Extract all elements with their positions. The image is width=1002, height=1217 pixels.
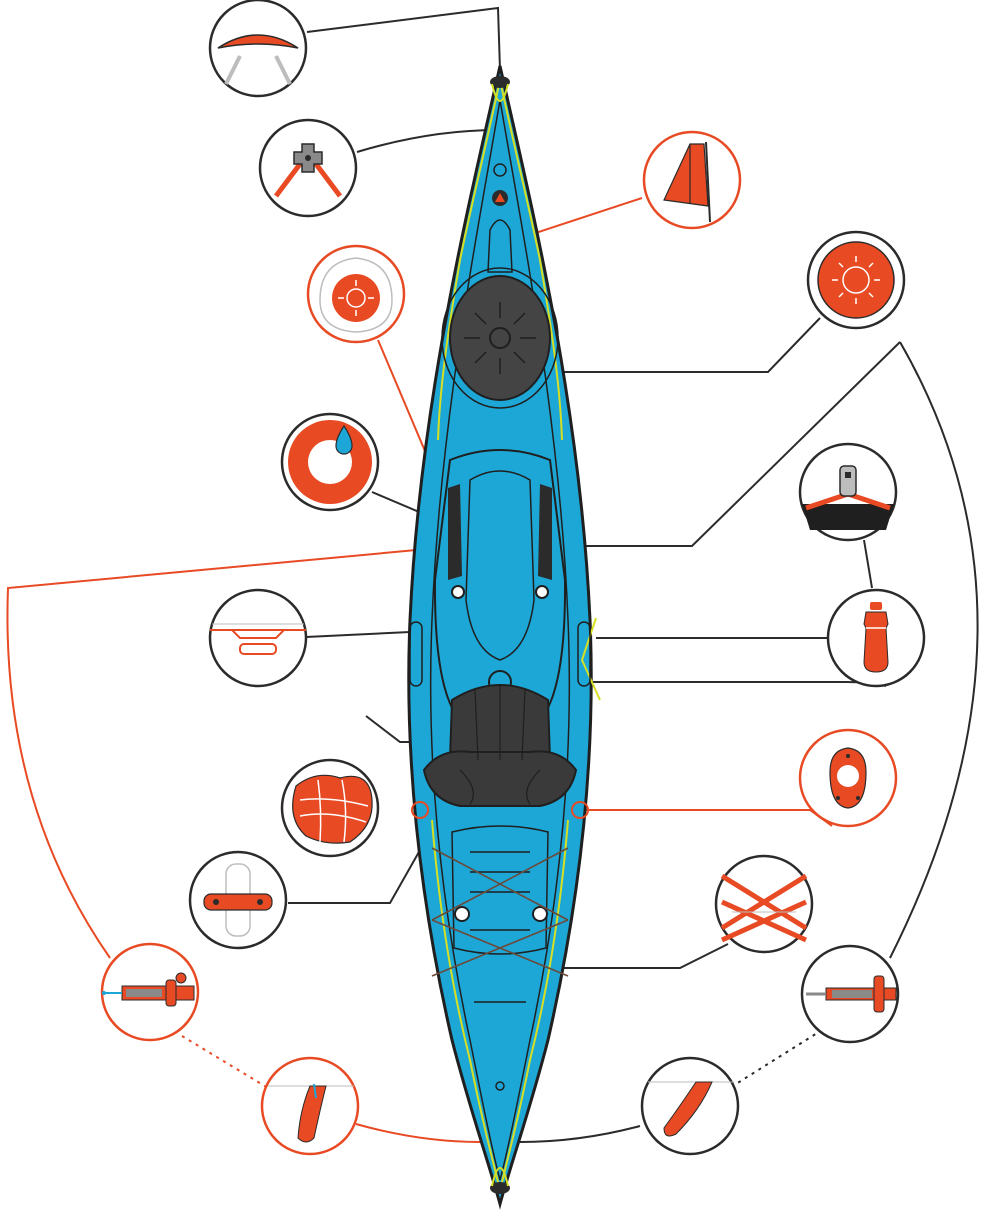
- deck-cup-right: [571, 801, 589, 819]
- day-hatch-callout: [306, 244, 406, 344]
- deck-line-left: [437, 79, 501, 441]
- leader-bow-handle: [306, 6, 501, 71]
- rudder-blade-icon: [648, 1081, 734, 1137]
- bungee-cords: [431, 847, 569, 977]
- front-hatch-spokes: [464, 302, 536, 374]
- leader-deck-fitting: [356, 129, 499, 153]
- stern-fitting-right: [532, 906, 548, 922]
- skeg-slider-left-callout: [100, 942, 200, 1042]
- rudder-blade-callout: [640, 1056, 740, 1156]
- foot-peg-left: [451, 585, 465, 599]
- deck-fitting-callout: [258, 118, 358, 218]
- sail-icon: [663, 141, 711, 223]
- bottle-icon: [863, 602, 889, 673]
- bow-recess: [487, 219, 513, 273]
- deck-cup-callout: [798, 728, 898, 828]
- deck-ridge-left: [429, 99, 501, 1181]
- paddle-park-right: [577, 621, 591, 687]
- thigh-brace-icon: [802, 465, 894, 530]
- side-handle-callout: [188, 850, 288, 950]
- leader-bottle-a: [863, 539, 873, 589]
- leader-big-arc-left: [6, 547, 439, 959]
- leader-skeg-dotted: [181, 1035, 269, 1089]
- thigh-brace-left: [448, 484, 462, 580]
- cockpit-inner: [465, 470, 535, 661]
- front-hatch-rim: [441, 267, 559, 409]
- deck-line-stern-right: [499, 819, 569, 1191]
- day-hatch-icon: [319, 257, 393, 333]
- deck-cup-icon: [829, 747, 867, 809]
- leader-rudder-blade: [519, 1125, 641, 1143]
- carry-handle-icon: [217, 34, 299, 85]
- seat-callout: [280, 758, 380, 858]
- stern-ridges: [470, 851, 530, 1003]
- bow-handle-callout: [208, 0, 308, 98]
- bungee-icon: [720, 873, 808, 943]
- thigh-brace-right: [538, 484, 552, 580]
- paddle-park-left: [409, 621, 423, 687]
- deck-line-stern-left: [431, 819, 501, 1191]
- bow-loop: [491, 83, 509, 102]
- front-hatch-center: [489, 327, 511, 349]
- side-handle-icon: [203, 863, 273, 937]
- thigh-brace-callout: [798, 442, 898, 542]
- foot-peg-right: [535, 585, 549, 599]
- deck-cup-left: [411, 801, 429, 819]
- leader-side-handle: [288, 835, 429, 904]
- kayak: [407, 65, 601, 1210]
- drain-plug-callout: [280, 412, 380, 512]
- skeg-blade-icon: [268, 1083, 354, 1143]
- stern-drain: [495, 1081, 505, 1091]
- deck-line-side: [580, 617, 601, 701]
- leader-thigh-brace: [570, 341, 901, 547]
- stern-loop: [491, 1167, 509, 1187]
- skeg-sail-callout: [642, 130, 742, 230]
- leader-rudder-dotted: [735, 1029, 823, 1085]
- leader-round-hatch: [548, 317, 821, 373]
- seat-ribs: [459, 684, 541, 805]
- bottle-holder-callout: [826, 588, 926, 688]
- stern-toggle: [490, 1182, 510, 1194]
- round-hatch-icon: [817, 241, 895, 319]
- skeg-slider-right-callout: [800, 944, 900, 1044]
- cockpit-coaming: [433, 449, 567, 721]
- bow-logo-mark: [495, 193, 505, 202]
- bungee-callout: [714, 854, 814, 954]
- stern-fitting-left: [454, 906, 470, 922]
- deck-fitting-icon: [274, 143, 342, 198]
- leader-bungee: [540, 943, 729, 969]
- paddle-park-icon: [210, 623, 306, 655]
- stern-deck-plate: [451, 825, 549, 955]
- leader-paddle-park: [305, 631, 411, 638]
- skeg-slider-icon: [102, 972, 195, 1007]
- leader-skeg-blade: [355, 1123, 481, 1143]
- paddle-park-callout: [208, 588, 308, 688]
- seat-pad-icon: [292, 774, 373, 844]
- deck-ridge-right: [499, 99, 571, 1181]
- bow-fitting: [493, 163, 507, 177]
- deck-line-right: [499, 79, 563, 441]
- rudder-slider-icon: [806, 975, 897, 1013]
- seat-base: [422, 750, 578, 807]
- front-hatch: [449, 275, 551, 401]
- skeg-blade-callout: [260, 1056, 360, 1156]
- drain-plug-icon: [288, 420, 372, 504]
- bow-toggle: [490, 76, 510, 88]
- leader-big-arc-right: [889, 341, 979, 959]
- round-hatch-callout: [806, 230, 906, 330]
